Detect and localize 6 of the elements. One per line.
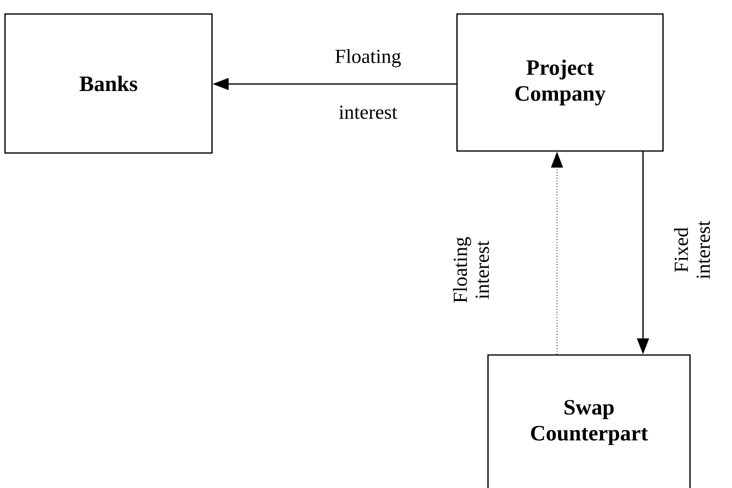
edge-label: Floating interest xyxy=(453,237,489,303)
process-box: Swap Counterpart xyxy=(487,354,691,488)
process-box: Project Company xyxy=(456,13,664,152)
process-box: Banks xyxy=(4,13,213,154)
edge-label: Floating interest xyxy=(335,49,401,119)
edge-label: Fixed interest xyxy=(674,220,710,279)
